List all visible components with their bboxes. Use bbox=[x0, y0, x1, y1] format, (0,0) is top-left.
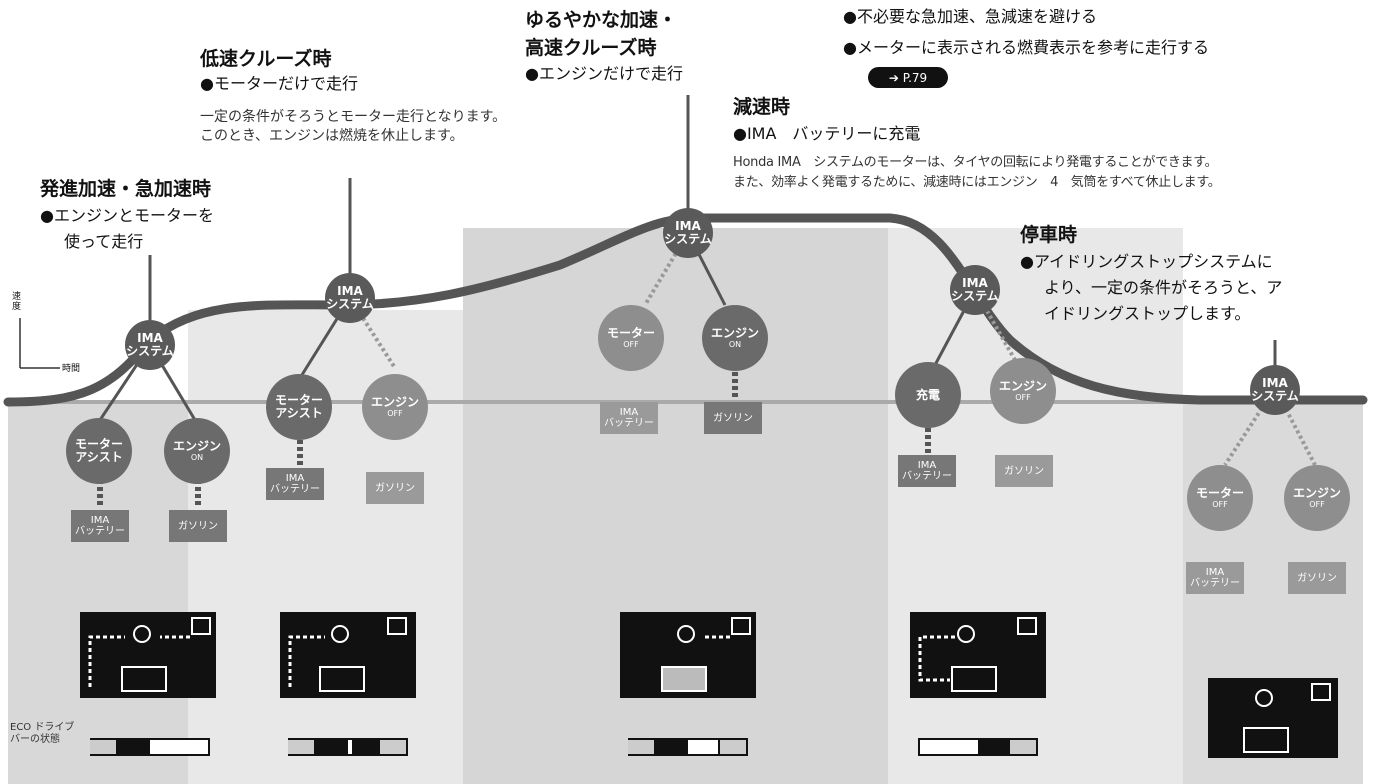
node-links bbox=[98, 232, 977, 421]
gasoline-source: ガソリン bbox=[1288, 562, 1346, 594]
phase-high-title-1: ゆるやかな加速・ bbox=[525, 9, 678, 31]
phase-low-note-2: このとき、エンジンは燃焼を休止します。 bbox=[200, 128, 464, 144]
energy-flow-screen-stop bbox=[1208, 678, 1338, 758]
top-note-1: ●不必要な急加速、急減速を避ける bbox=[843, 7, 1097, 26]
axis-y-label: 速度 bbox=[12, 292, 22, 312]
axis-x-label: 時間 bbox=[62, 364, 81, 374]
car-battery-icon bbox=[88, 617, 211, 692]
energy-flow-screen-high bbox=[620, 612, 756, 698]
phase-decel-note-2: また、効率よく発電するために、減速時にはエンジン 4 気筒をすべて休止します。 bbox=[733, 175, 1221, 190]
phase-stop-title: 停車時 bbox=[1020, 224, 1078, 246]
motor-assist-node: モーターアシスト bbox=[266, 374, 332, 440]
phase-start-desc: ●エンジンとモーターを bbox=[40, 206, 214, 225]
phase-stop-desc-1: ●アイドリングストップシステムに bbox=[1020, 252, 1273, 271]
gasoline-source: ガソリン bbox=[169, 510, 227, 542]
eco-bar-start bbox=[90, 738, 210, 756]
eco-bar-decel bbox=[918, 738, 1038, 756]
eco-bar-low bbox=[288, 738, 408, 756]
phase-low-desc: ●モーターだけで走行 bbox=[200, 74, 358, 93]
energy-flow-screen-decel bbox=[910, 612, 1046, 698]
phase-stop-desc-2: より、一定の条件がそろうと、ア bbox=[1044, 278, 1283, 297]
phase-stop-desc-3: イドリングストップします。 bbox=[1044, 304, 1251, 323]
page-ref: P.79 bbox=[902, 70, 928, 85]
axis-icon bbox=[19, 318, 60, 369]
motor-assist-node: モーターアシスト bbox=[66, 418, 132, 484]
top-note-2: ●メーターに表示される燃費表示を参考に走行する bbox=[843, 38, 1209, 57]
eco-bar-high bbox=[628, 738, 748, 756]
phase-high-title-2: 高速クルーズ時 bbox=[525, 37, 657, 59]
arrow-icon: ➔ bbox=[888, 70, 903, 85]
page-ref-badge[interactable]: ➔ P.79 bbox=[868, 67, 948, 88]
phase-high-desc: ●エンジンだけで走行 bbox=[525, 64, 683, 83]
eco-bar-label: ECO ドライブバーの状態 bbox=[10, 722, 75, 745]
car-battery-icon bbox=[661, 617, 751, 692]
car-battery-icon bbox=[918, 617, 1037, 692]
gasoline-source: ガソリン bbox=[704, 402, 762, 434]
gasoline-source: ガソリン bbox=[995, 455, 1053, 487]
phase-decel-title: 減速時 bbox=[733, 96, 791, 118]
gasoline-source: ガソリン bbox=[366, 472, 424, 504]
phase-start-title: 発進加速・急加速時 bbox=[40, 178, 212, 200]
phase-decel-desc: ●IMA バッテリーに充電 bbox=[733, 124, 921, 143]
energy-flow-screen-start bbox=[80, 612, 216, 698]
phase-low-title: 低速クルーズ時 bbox=[200, 48, 332, 70]
energy-flows bbox=[97, 372, 931, 508]
car-battery-icon bbox=[1243, 683, 1331, 753]
energy-flow-screen-low bbox=[280, 612, 416, 698]
charge-node: 充電 bbox=[895, 362, 961, 428]
phase-start-desc-2: 使って走行 bbox=[64, 232, 144, 251]
phase-decel-note-1: Honda IMA システムのモーターは、タイヤの回転により発電することができま… bbox=[733, 155, 1218, 170]
car-battery-icon bbox=[288, 617, 407, 692]
phase-low-note-1: 一定の条件がそろうとモーター走行となります。 bbox=[200, 109, 507, 125]
leader-lines bbox=[148, 95, 1277, 375]
